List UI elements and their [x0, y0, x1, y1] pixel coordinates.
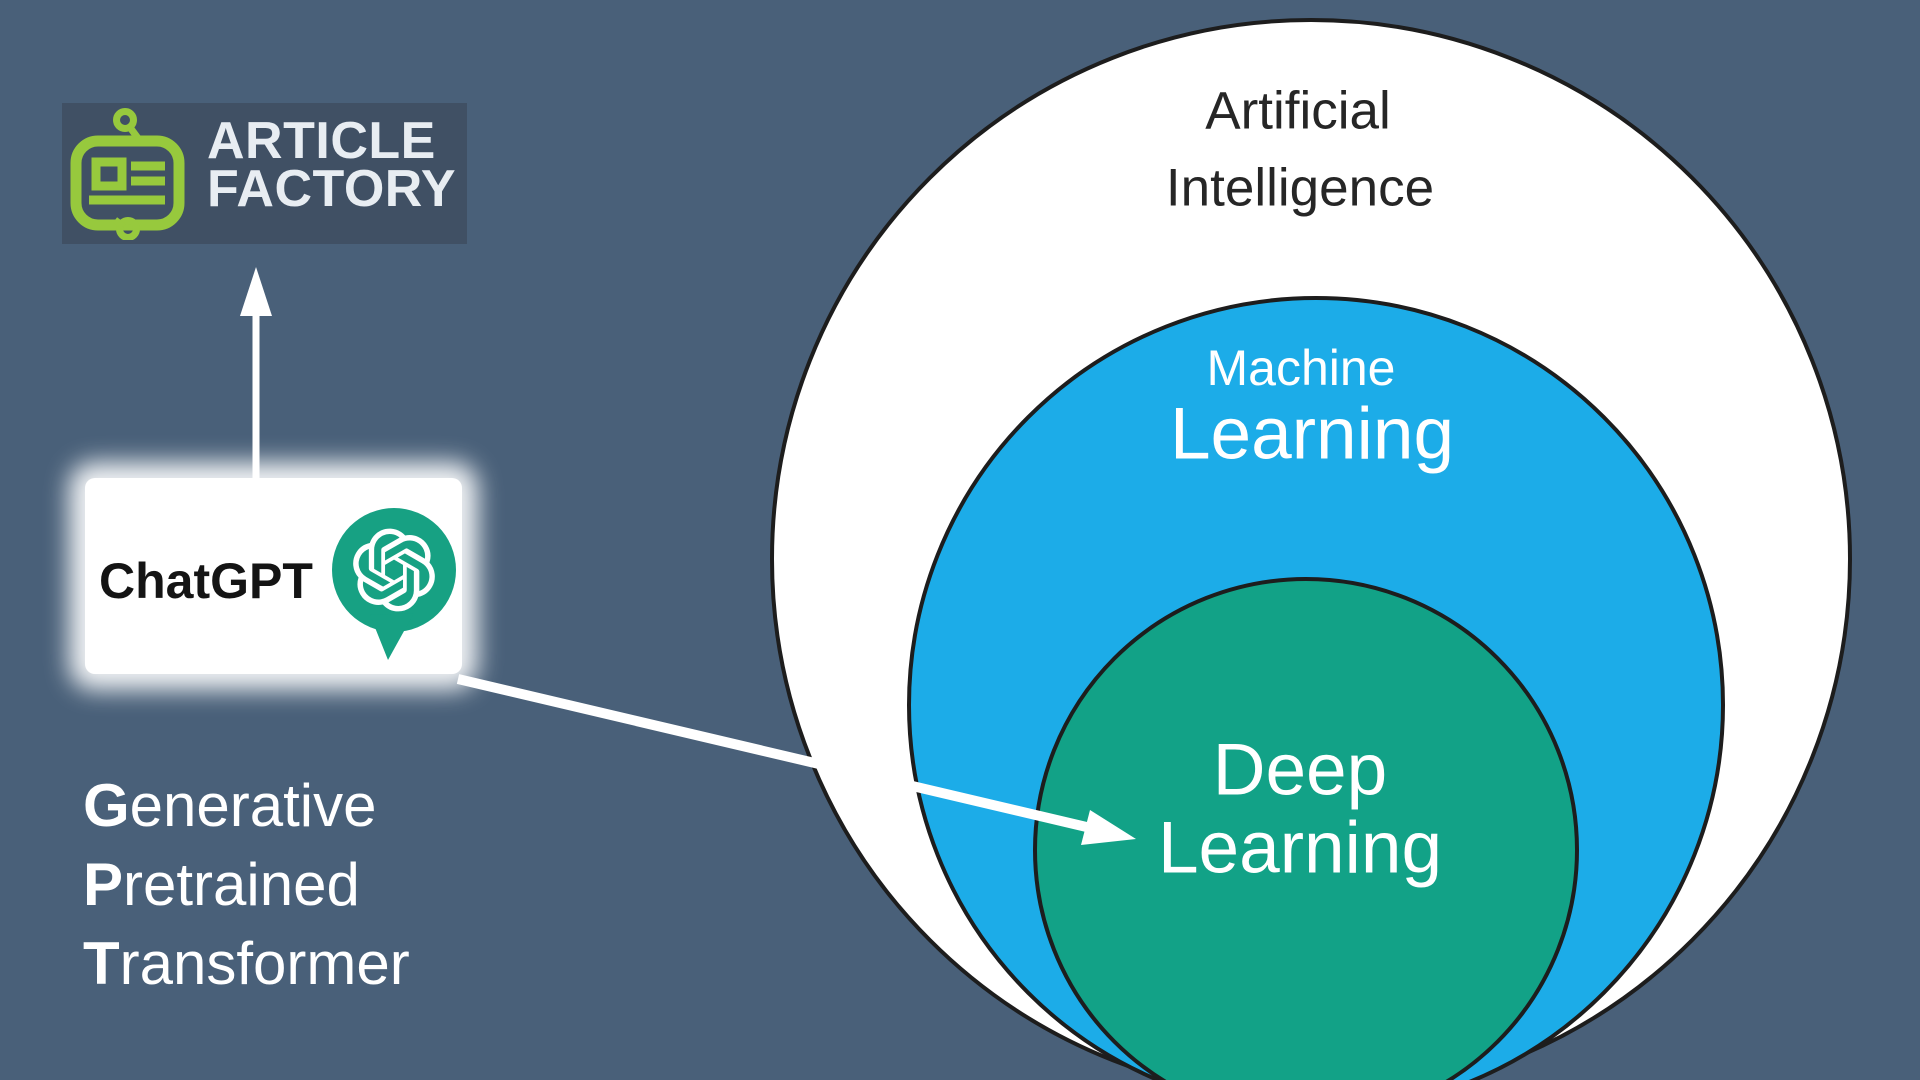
label-machine-learning: Learning [1169, 393, 1455, 475]
gpt-line-generative: Generative [83, 772, 377, 839]
article-factory-line1: ARTICLE [207, 112, 436, 170]
article-factory-icon [70, 108, 185, 240]
article-factory-line2: FACTORY [207, 160, 457, 218]
chatgpt-card: ChatGPT [85, 478, 462, 674]
article-factory-logo: ARTICLE FACTORY [62, 103, 467, 244]
chatgpt-label: ChatGPT [99, 553, 313, 609]
label-deep-learning: Learning [1157, 807, 1443, 889]
article-factory-wordmark: ARTICLE FACTORY [207, 112, 457, 218]
label-deep: Deep [1212, 729, 1388, 811]
gpt-acronym-text: Generative Pretrained Transformer [83, 766, 410, 1003]
gpt-line-transformer: Transformer [83, 930, 410, 997]
arrow-chatgpt-to-article-factory [240, 267, 272, 482]
gpt-line-pretrained: Pretrained [83, 851, 360, 918]
openai-logo-icon [332, 508, 456, 660]
label-machine: Machine [1206, 340, 1396, 396]
label-intelligence: Intelligence [1165, 158, 1435, 218]
label-artificial: Artificial [1205, 81, 1391, 141]
